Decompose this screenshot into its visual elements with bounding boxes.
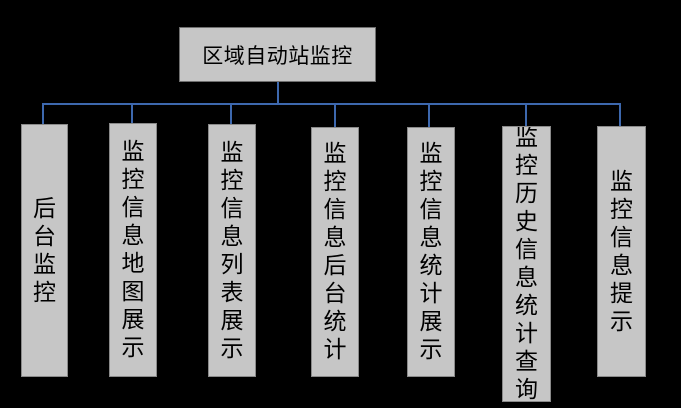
node-label: 监控信息统计展示 [419, 141, 443, 362]
connector-drop-line [131, 105, 133, 126]
connector-trunk-line [277, 82, 279, 104]
connector-drop-line [619, 105, 621, 127]
node-monitoring-history-info-statistics-query: 监控历史信息统计查询 [502, 126, 551, 402]
connector-drop-line [230, 105, 232, 126]
node-label: 监控信息地图展示 [121, 139, 145, 360]
node-label: 监控历史信息统计查询 [515, 126, 538, 402]
node-label: 监控信息列表展示 [220, 139, 244, 361]
node-label: 后台监控 [33, 195, 56, 305]
node-monitoring-info-prompt: 监控信息提示 [597, 126, 646, 377]
connector-drop-line [525, 105, 527, 127]
root-node: 区域自动站监控 [179, 27, 376, 82]
node-monitoring-info-statistics-display: 监控信息统计展示 [407, 127, 455, 377]
node-label: 监控信息后台统计 [323, 141, 347, 362]
connector-drop-line [428, 105, 430, 128]
connector-bus-line [42, 103, 621, 105]
node-monitoring-info-backend-statistics: 监控信息后台统计 [311, 127, 359, 377]
node-monitoring-info-list-display: 监控信息列表展示 [208, 124, 256, 377]
connector-drop-line [334, 105, 336, 128]
node-backend-monitoring: 后台监控 [21, 124, 68, 377]
connector-drop-line [42, 105, 44, 126]
node-monitoring-info-map-display: 监控信息地图展示 [109, 123, 157, 377]
node-label: 监控信息提示 [610, 168, 633, 334]
root-node-label: 区域自动站监控 [202, 43, 353, 68]
